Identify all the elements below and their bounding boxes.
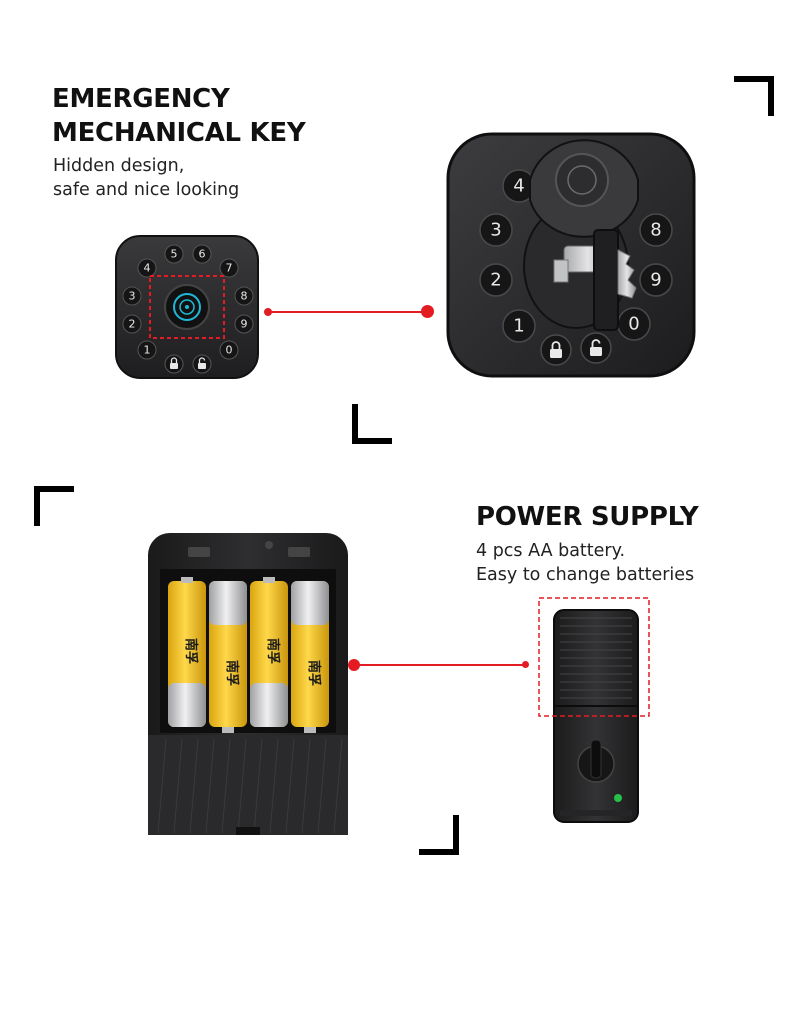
key-label: 2 xyxy=(490,270,501,291)
description-line-1: 4 pcs AA battery. xyxy=(476,541,626,561)
key-label: 9 xyxy=(241,318,248,331)
unlock-icon xyxy=(580,332,612,364)
key-label: 4 xyxy=(144,262,151,275)
connector-line xyxy=(268,311,428,313)
frame-corner-top-right xyxy=(734,76,774,116)
frame-corner-bottom-left xyxy=(352,404,392,444)
keypad-lock-front-image: 5 6 4 7 3 8 2 9 1 0 xyxy=(115,235,259,379)
key-label: 0 xyxy=(226,344,233,357)
battery-compartment-image: 南孚 南孚 南孚 南孚 xyxy=(148,533,348,835)
key-label: 8 xyxy=(650,220,661,241)
key-label: 5 xyxy=(171,248,178,261)
battery-brand: 南孚 xyxy=(183,638,199,664)
battery-brand: 南孚 xyxy=(224,660,240,686)
unlock-icon xyxy=(192,354,212,374)
connector-line xyxy=(355,664,527,666)
description-line-1: Hidden design, xyxy=(53,156,185,176)
fingerprint-icon xyxy=(164,284,210,330)
aa-battery-3: 南孚 xyxy=(250,577,288,727)
key-label: 8 xyxy=(241,290,248,303)
aa-battery-1: 南孚 xyxy=(168,577,206,727)
key-label: 1 xyxy=(144,344,151,357)
connector-dot xyxy=(421,305,434,318)
interior-lock-image xyxy=(538,597,650,823)
status-indicator-light xyxy=(614,794,622,802)
power-supply-heading: POWER SUPPLY xyxy=(476,502,699,532)
key-label: 7 xyxy=(226,262,233,275)
description-line-2: safe and nice looking xyxy=(53,180,240,200)
brushed-texture xyxy=(157,738,343,834)
frame-corner-top-left xyxy=(34,486,74,526)
fingerprint-cover xyxy=(529,139,639,238)
lock-icon xyxy=(164,354,184,374)
highlight-frame xyxy=(149,275,225,339)
lock-icon xyxy=(540,334,572,366)
keypad-keys-large: 4 3 8 2 9 1 0 xyxy=(479,169,673,343)
keypad-keys: 5 6 4 7 3 8 2 9 1 0 xyxy=(122,244,254,360)
battery-brand: 南孚 xyxy=(306,660,322,686)
mechanical-key-description: Hidden design, safe and nice looking xyxy=(53,154,239,202)
key-label: 3 xyxy=(490,220,501,241)
key-label: 2 xyxy=(129,318,136,331)
frame-corner-bottom-right xyxy=(419,815,459,855)
thumb-turn xyxy=(577,739,615,783)
key-label: 0 xyxy=(628,314,639,335)
connector-dot xyxy=(264,308,272,316)
mechanical-key-heading: EMERGENCY MECHANICAL KEY xyxy=(52,82,306,150)
description-line-2: Easy to change batteries xyxy=(476,565,695,585)
key-label: 6 xyxy=(199,248,206,261)
heading-line-1: EMERGENCY xyxy=(52,84,230,114)
heading-line-2: MECHANICAL KEY xyxy=(52,118,306,148)
key-label: 3 xyxy=(129,290,136,303)
key-label: 4 xyxy=(513,176,524,197)
connector-dot xyxy=(348,659,360,671)
brushed-texture xyxy=(560,617,632,699)
battery-brand: 南孚 xyxy=(265,638,281,664)
key-label: 1 xyxy=(513,316,524,337)
lock-with-key-image: 4 3 8 2 9 1 0 xyxy=(446,132,696,378)
connector-dot xyxy=(522,661,529,668)
mechanical-key xyxy=(553,229,637,331)
key-label: 9 xyxy=(650,270,661,291)
power-supply-description: 4 pcs AA battery. Easy to change batteri… xyxy=(476,539,694,587)
aa-battery-2: 南孚 xyxy=(209,581,247,733)
highlight-frame xyxy=(538,597,650,717)
aa-battery-4: 南孚 xyxy=(291,581,329,733)
